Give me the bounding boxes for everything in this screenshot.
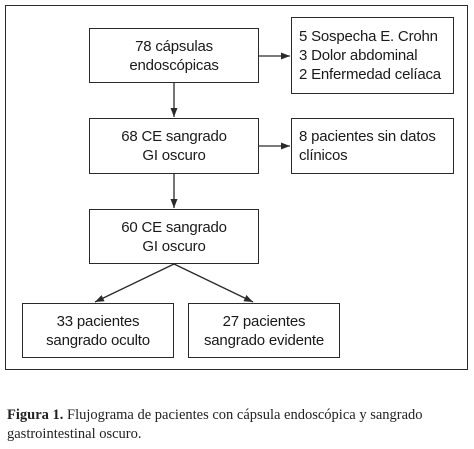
- node-excluded-line-2: 3 Dolor abdominal: [299, 47, 418, 64]
- node-ce60-line-1: 60 CE sangrado: [121, 218, 227, 236]
- arrow-ce60-to-overt: [173, 263, 254, 303]
- node-overt-line-1: 27 pacientes: [222, 312, 306, 330]
- node-occult-line-2: sangrado oculto: [46, 331, 150, 349]
- node-ce68: 68 CE sangrado GI oscuro: [89, 118, 259, 174]
- node-ce60: 60 CE sangrado GI oscuro: [89, 209, 259, 264]
- arrow-ce60-to-occult: [94, 263, 175, 303]
- node-excluded-line-3: 2 Enfermedad celíaca: [299, 66, 441, 83]
- node-ce60-line-2: GI oscuro: [142, 237, 206, 255]
- caption-text: Flujograma de pacientes con cápsula endo…: [7, 407, 423, 442]
- node-no-clinical-data: 8 pacientes sin datos clínicos: [291, 118, 454, 174]
- node-ce68-line-1: 68 CE sangrado: [121, 128, 227, 145]
- node-excluded: 5 Sospecha E. Crohn 3 Dolor abdominal 2 …: [291, 17, 454, 94]
- node-total-line-1: 78 cápsulas: [135, 37, 213, 55]
- node-overt-bleeding: 27 pacientes sangrado evidente: [188, 303, 340, 358]
- node-nodata-line-2: clínicos: [299, 147, 348, 164]
- node-excluded-line-1: 5 Sospecha E. Crohn: [299, 28, 438, 45]
- node-overt-line-2: sangrado evidente: [203, 331, 325, 349]
- node-nodata-line-1: 8 pacientes sin datos: [299, 128, 436, 145]
- node-total-capsules: 78 cápsulas endoscópicas: [89, 28, 259, 83]
- node-occult-bleeding: 33 pacientes sangrado oculto: [22, 303, 174, 358]
- node-occult-line-1: 33 pacientes: [56, 312, 140, 330]
- caption-label: Figura 1.: [7, 407, 64, 423]
- node-total-line-2: endoscópicas: [129, 56, 219, 74]
- node-ce68-line-2: GI oscuro: [142, 147, 206, 164]
- figure-frame: [5, 5, 468, 370]
- figure-caption: Figura 1. Flujograma de pacientes con cá…: [7, 406, 471, 444]
